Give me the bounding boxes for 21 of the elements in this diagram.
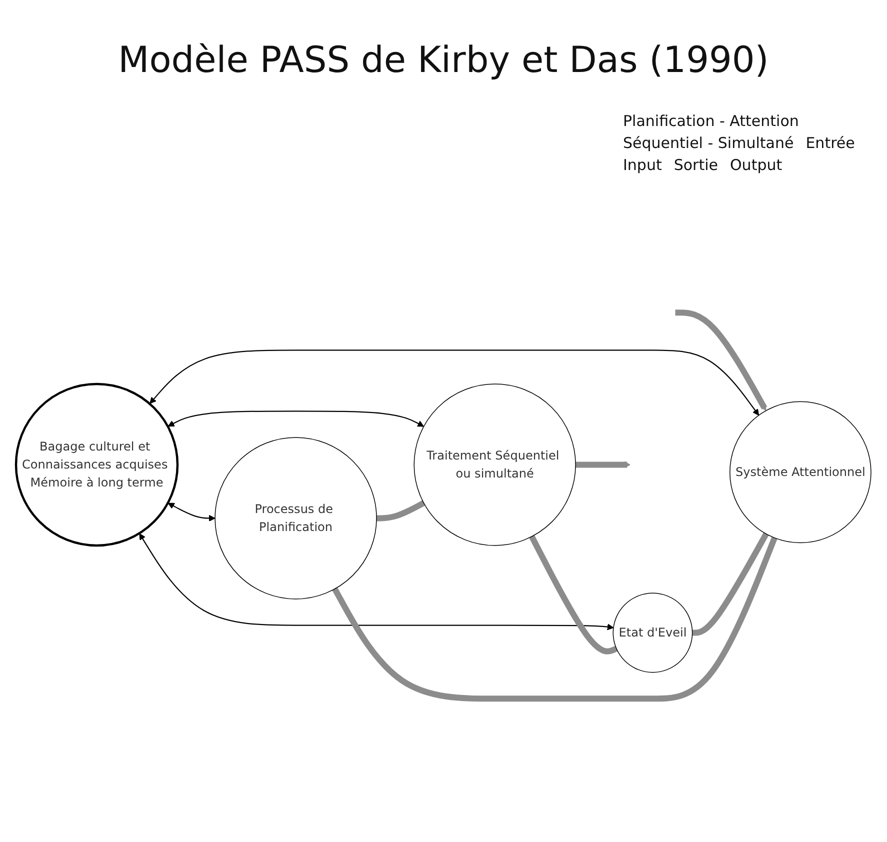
note-text: Planification - Attention — [623, 112, 799, 130]
arrow — [675, 310, 768, 411]
note-text: Output — [730, 156, 782, 174]
arrow — [150, 350, 760, 416]
connector — [692, 532, 769, 636]
note-text: Input — [623, 156, 662, 174]
note-text: Entrée — [806, 134, 855, 152]
node-circle: Traitement Séquentiel ou simultané — [414, 384, 576, 546]
title: Modèle PASS de Kirby et Das (1990) — [117, 40, 770, 81]
node-circle: Processus de Planification — [214, 437, 377, 600]
note-text: Séquentiel - Simultané — [623, 134, 794, 152]
node-circle: Etat d'Eveil — [612, 592, 693, 673]
note-text: Sortie — [674, 156, 718, 174]
connector — [332, 536, 778, 702]
connector — [376, 500, 426, 522]
arrow — [139, 533, 614, 630]
arrow — [576, 461, 630, 468]
node-circle: Bagage culturel et Connaissances acquises Mémoire à long terme — [14, 382, 179, 547]
arrow — [168, 502, 216, 522]
arrow — [168, 410, 424, 427]
node-circle: Système Attentionnel — [730, 401, 872, 544]
